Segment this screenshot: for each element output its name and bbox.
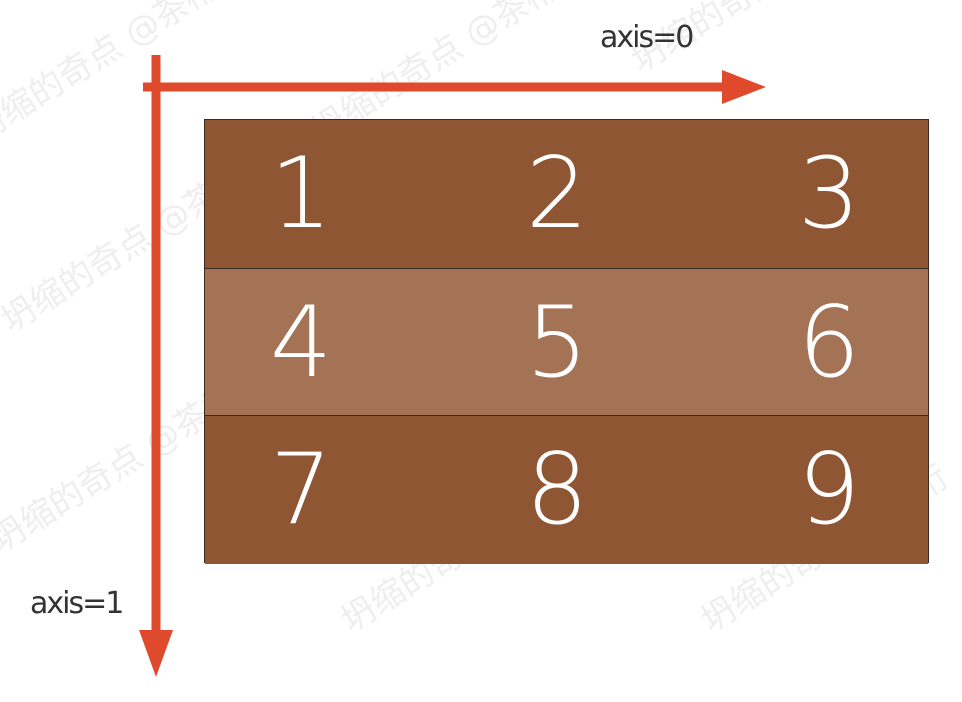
matrix-cell: 7	[269, 433, 333, 547]
matrix-row-1: 1 2 3	[205, 120, 928, 268]
axis0-label: axis=0	[600, 20, 694, 55]
matrix-cell: 6	[797, 286, 861, 400]
matrix-cell: 8	[525, 433, 589, 547]
matrix-row-2: 4 5 6	[205, 268, 928, 416]
matrix-cell: 2	[525, 137, 589, 251]
matrix-cell: 5	[525, 286, 589, 400]
axis1-label: axis=1	[30, 586, 124, 621]
matrix-cell: 3	[797, 137, 861, 251]
matrix-cell: 4	[269, 286, 333, 400]
matrix-cell: 9	[797, 433, 861, 547]
matrix-row-3: 7 8 9	[205, 416, 928, 564]
axis0-arrow	[143, 70, 766, 104]
matrix-3x3: 1 2 3 4 5 6 7 8 9	[204, 119, 929, 564]
axis1-arrow	[139, 55, 173, 677]
matrix-cell: 1	[269, 137, 333, 251]
